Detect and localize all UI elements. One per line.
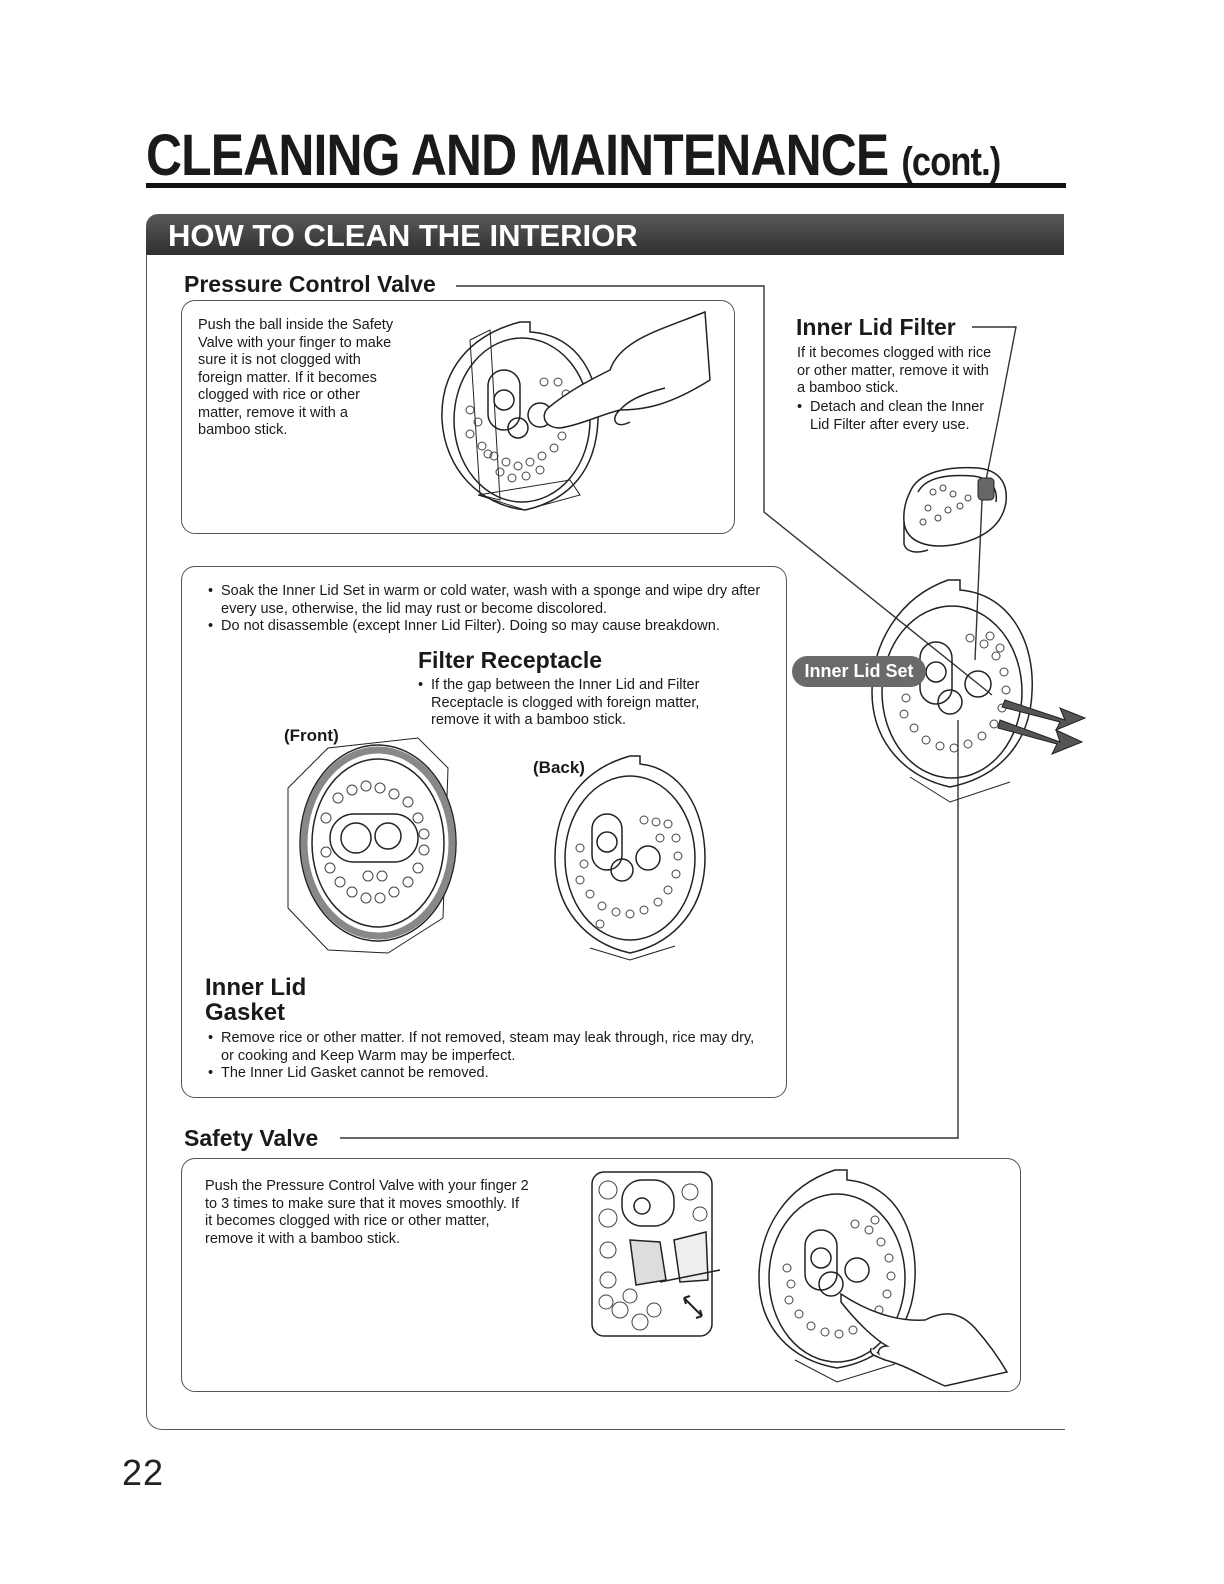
lid-finger-illustration xyxy=(430,310,730,520)
front-lid-illustration xyxy=(268,728,468,956)
inner-lid-gasket-bullet-1: Remove rice or other matter. If not remo… xyxy=(208,1030,768,1065)
inner-lid-set-bullet-1: Soak the Inner Lid Set in warm or cold w… xyxy=(208,583,774,618)
safety-valve-heading: Safety Valve xyxy=(184,1124,318,1152)
filter-receptacle-bullet: If the gap between the Inner Lid and Fil… xyxy=(418,677,738,730)
inner-lid-gasket-heading-line2: Gasket xyxy=(205,1000,306,1025)
safety-valve-closeup-illustration xyxy=(590,1170,715,1338)
inner-lid-filter-illustration xyxy=(898,462,1013,557)
inner-lid-set-bullet-2: Do not disassemble (except Inner Lid Fil… xyxy=(208,618,774,636)
pressure-control-valve-heading: Pressure Control Valve xyxy=(184,270,436,298)
filter-receptacle-bullet-item: If the gap between the Inner Lid and Fil… xyxy=(418,677,738,730)
inner-lid-gasket-bullet-2: The Inner Lid Gasket cannot be removed. xyxy=(208,1065,768,1083)
inner-lid-set-bullets: Soak the Inner Lid Set in warm or cold w… xyxy=(208,583,774,636)
inner-lid-filter-bullet: Detach and clean the Inner Lid Filter af… xyxy=(797,399,1007,434)
filter-receptacle-heading: Filter Receptacle xyxy=(418,646,602,674)
inner-lid-gasket-heading-line1: Inner Lid xyxy=(205,975,306,1000)
inner-lid-set-callout: Inner Lid Set xyxy=(792,656,926,687)
inner-lid-filter-bullet-item: Detach and clean the Inner Lid Filter af… xyxy=(797,399,1007,434)
inner-lid-gasket-bullets: Remove rice or other matter. If not remo… xyxy=(208,1030,768,1083)
page-number: 22 xyxy=(122,1452,164,1494)
inner-lid-filter-heading: Inner Lid Filter xyxy=(796,313,956,341)
back-lid-illustration xyxy=(540,748,720,968)
inner-lid-set-illustration xyxy=(860,572,1090,807)
inner-lid-filter-text: If it becomes clogged with rice or other… xyxy=(797,345,997,398)
inner-lid-gasket-heading: Inner Lid Gasket xyxy=(205,975,306,1025)
safety-valve-text: Push the Pressure Control Valve with you… xyxy=(205,1178,530,1248)
safety-valve-lid-illustration xyxy=(745,1160,1015,1390)
pressure-control-valve-text: Push the ball inside the Safety Valve wi… xyxy=(198,317,403,440)
